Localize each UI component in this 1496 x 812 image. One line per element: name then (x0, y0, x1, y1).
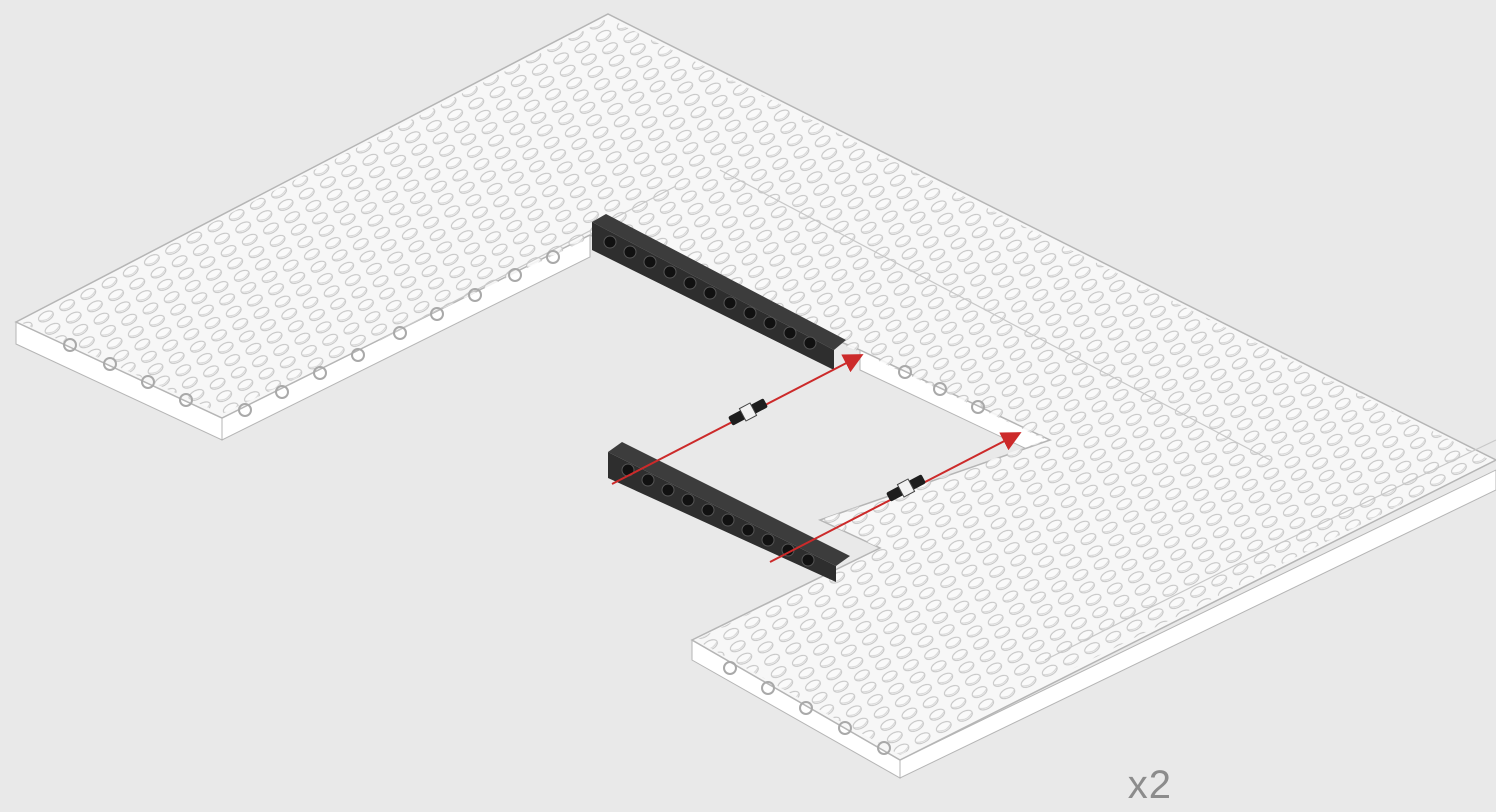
technic-pin-icon (727, 396, 769, 427)
quantity-label: x2 (1128, 763, 1172, 808)
baseplate (16, 14, 1496, 778)
baseplate-studs (20, 18, 1490, 755)
technic-beam-lower (608, 442, 850, 582)
